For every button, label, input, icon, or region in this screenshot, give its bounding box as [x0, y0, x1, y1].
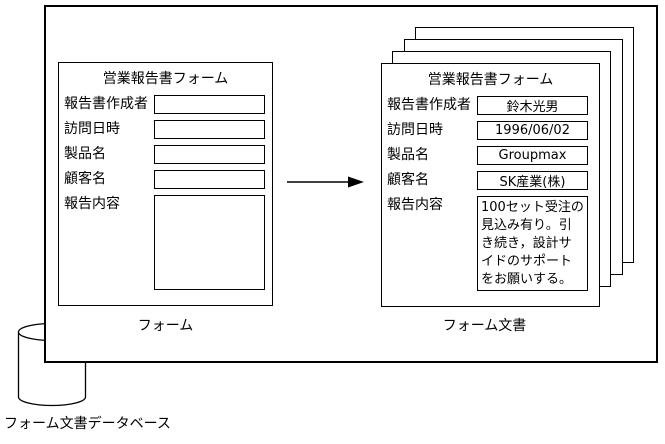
form-title: 営業報告書フォーム — [427, 72, 554, 88]
field-input-box: 1996/06/02 — [477, 121, 588, 140]
field-input-box — [154, 120, 265, 139]
database-label: フォーム文書データベース — [4, 416, 171, 432]
form-field-row: 報告書作成者 — [64, 95, 272, 114]
form-caption: フォーム — [137, 318, 194, 334]
field-input-box: 鈴木光男 — [477, 96, 588, 115]
form-field-row: 報告書作成者 鈴木光男 — [387, 96, 599, 115]
form-field-row: 製品名 — [64, 145, 272, 164]
field-input-box — [154, 170, 265, 189]
form-document-panel: 営業報告書フォーム 報告書作成者 鈴木光男 訪問日時 1996/06/02 製品… — [381, 63, 600, 307]
field-label: 製品名 — [387, 147, 429, 163]
field-label: 製品名 — [64, 146, 106, 162]
form-field-row: 訪問日時 1996/06/02 — [387, 121, 599, 140]
field-label: 報告内容 — [387, 197, 443, 213]
field-label: 顧客名 — [387, 172, 429, 188]
form-field-row: 報告内容 — [64, 195, 272, 290]
form-template-panel: 営業報告書フォーム 報告書作成者 訪問日時 製品名 顧客名 報告内容 — [58, 62, 273, 306]
field-input-box — [154, 95, 265, 114]
form-title: 営業報告書フォーム — [102, 71, 229, 87]
field-textarea-box: 100セット受注の 見込み有り。引 き続き，設計サ イドのサポート をお願いする… — [477, 196, 588, 291]
field-input-box: SK産業(株) — [477, 171, 588, 190]
field-label: 報告内容 — [64, 196, 120, 212]
form-field-row: 訪問日時 — [64, 120, 272, 139]
field-label: 報告書作成者 — [387, 97, 471, 113]
form-field-row: 顧客名 — [64, 170, 272, 189]
arrow-right-icon — [287, 176, 364, 188]
form-field-row: 製品名 Groupmax — [387, 146, 599, 165]
form-field-row: 顧客名 SK産業(株) — [387, 171, 599, 190]
field-label: 報告書作成者 — [64, 96, 148, 112]
field-label: 訪問日時 — [64, 121, 120, 137]
form-field-row: 報告内容 100セット受注の 見込み有り。引 き続き，設計サ イドのサポート を… — [387, 196, 599, 291]
document-caption: フォーム文書 — [442, 318, 527, 334]
field-textarea-box — [154, 195, 265, 290]
field-input-box: Groupmax — [477, 146, 588, 165]
field-label: 顧客名 — [64, 171, 106, 187]
field-label: 訪問日時 — [387, 122, 443, 138]
field-input-box — [154, 145, 265, 164]
